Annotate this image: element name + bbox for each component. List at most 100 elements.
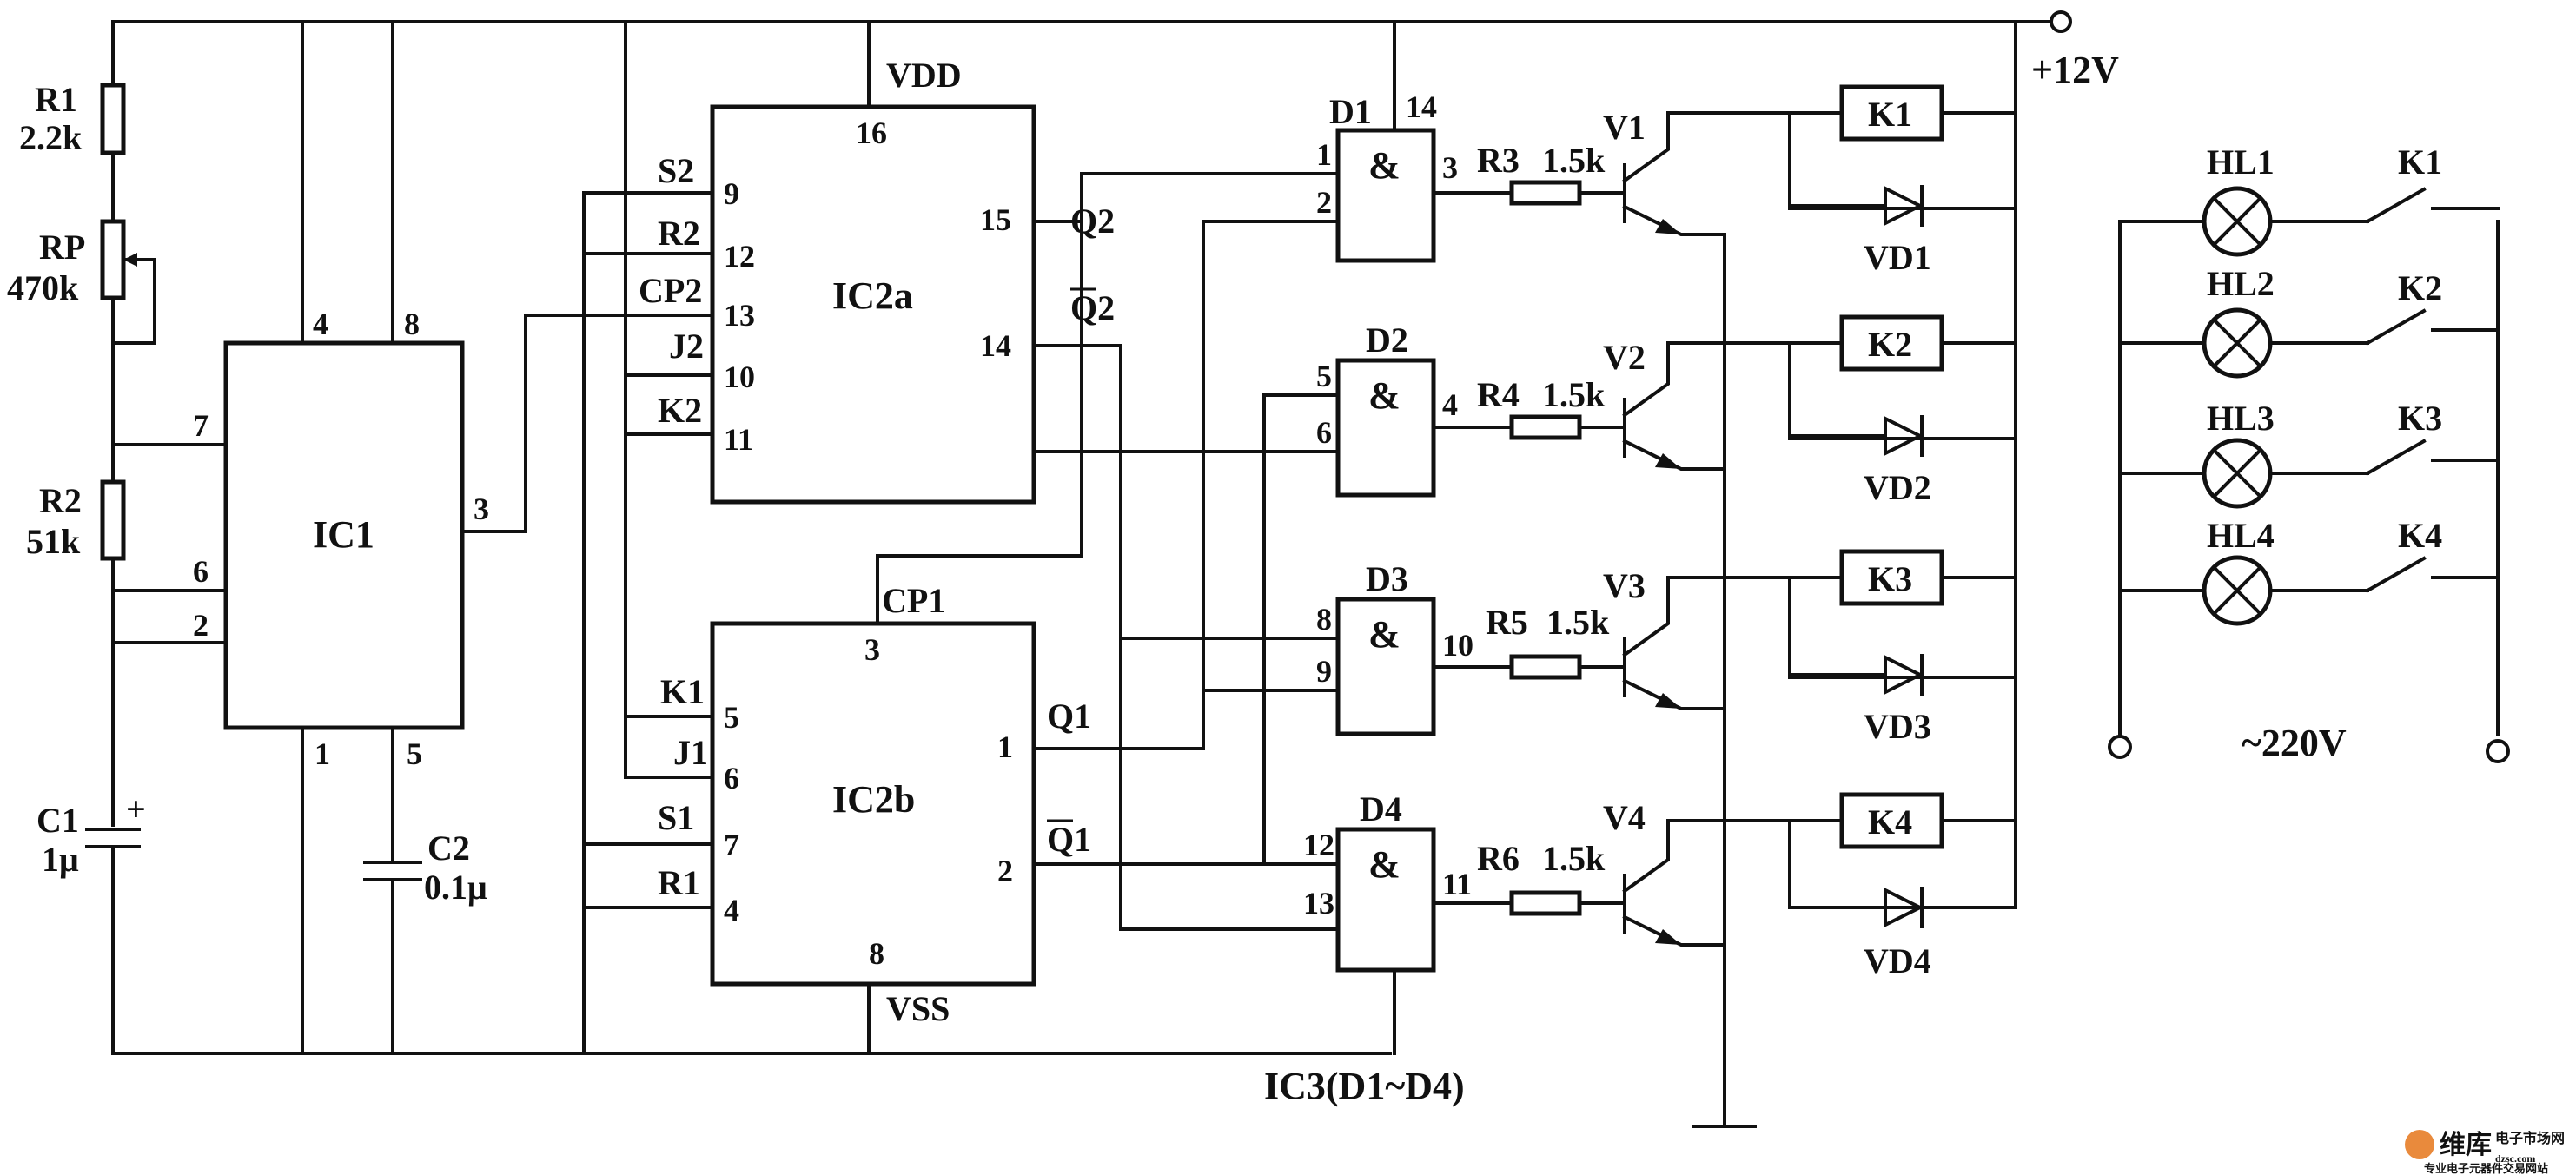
r1-name: R1 <box>35 80 77 119</box>
ic2b-k-label: K1 <box>660 672 705 711</box>
lamp-row-3: HL3 K3 <box>2118 399 2500 509</box>
ic1-pin-5: 5 <box>407 736 422 771</box>
transistor-v3: V3 <box>1603 566 1726 710</box>
svg-text:V4: V4 <box>1603 798 1646 837</box>
svg-text:D3: D3 <box>1366 559 1408 598</box>
ic2b-cp-label: CP1 <box>882 581 945 620</box>
gate-d2: & D2 5 6 4 <box>1316 320 1458 498</box>
cp1-wire <box>876 172 1083 625</box>
ic2a-qbar-label: Q2 <box>1070 288 1115 327</box>
svg-text:12: 12 <box>1303 828 1334 862</box>
r4-value: 1.5k <box>1542 375 1606 414</box>
ic2a-pin-10: 10 <box>724 360 755 394</box>
resistor-r6 <box>1509 890 1582 916</box>
ic1-name: IC1 <box>313 513 374 556</box>
ic1-pin-6: 6 <box>193 554 209 589</box>
svg-text:&: & <box>1368 144 1401 187</box>
svg-text:D4: D4 <box>1360 789 1402 828</box>
mains-terminal-right <box>2486 739 2510 763</box>
ic2a-j-label: J2 <box>669 327 704 366</box>
rp-wiper <box>111 258 156 345</box>
svg-text:14: 14 <box>1406 89 1437 124</box>
ic2b-pin-1: 1 <box>997 729 1013 764</box>
relay-k1-label: K1 <box>1868 95 1912 134</box>
ic2b-qbar-label: Q1 <box>1047 820 1091 859</box>
gate-d1: & D1 1 2 3 14 <box>1316 89 1458 263</box>
r6-name: R6 <box>1477 839 1520 878</box>
ic2b-s-label: S1 <box>658 798 694 837</box>
ic2b-pin-7: 7 <box>724 828 739 862</box>
switch-k2-label: K2 <box>2398 268 2442 307</box>
svg-text:&: & <box>1368 374 1401 417</box>
watermark-line1: 电子市场网 <box>2495 1130 2565 1146</box>
svg-text:8: 8 <box>1316 602 1332 637</box>
lamp-hl3-label: HL3 <box>2207 399 2275 438</box>
diode-vd3-label: VD3 <box>1864 707 1931 746</box>
diode-vd2 <box>1884 415 1924 457</box>
resistor-r3 <box>1509 180 1582 206</box>
svg-text:11: 11 <box>1442 867 1472 901</box>
svg-text:V1: V1 <box>1603 108 1646 147</box>
clock-wire <box>460 314 714 533</box>
ic2a-k-label: K2 <box>658 391 702 430</box>
q1bar-wire <box>1032 393 1340 866</box>
ic1-pin-8: 8 <box>404 307 420 341</box>
c2-value: 0.1μ <box>424 868 487 907</box>
ic2b-pin-8: 8 <box>869 936 884 971</box>
svg-text:5: 5 <box>1316 359 1332 393</box>
switch-k3-label: K3 <box>2398 399 2442 438</box>
r3-name: R3 <box>1477 141 1520 180</box>
svg-text:V2: V2 <box>1603 338 1646 377</box>
c2-name: C2 <box>427 828 470 868</box>
svg-text:10: 10 <box>1442 628 1473 663</box>
ic2a-cp-label: CP2 <box>639 271 702 310</box>
ic2b-pin-2: 2 <box>997 854 1013 888</box>
ic2a-box <box>710 104 1036 505</box>
supply-label: +12V <box>2031 49 2119 91</box>
ic2b-name: IC2b <box>832 778 915 821</box>
resistor-r5 <box>1509 654 1582 680</box>
diode-vd3 <box>1884 654 1924 696</box>
q2-wire <box>1032 172 1340 223</box>
watermark-site: dzsc.com <box>2495 1152 2535 1165</box>
resistor-r1 <box>100 83 126 155</box>
ic1-pin-7: 7 <box>193 408 209 443</box>
mains-terminal-left <box>2108 735 2132 759</box>
c1-name: C1 <box>36 801 79 840</box>
ic2b-j-label: J1 <box>673 733 708 772</box>
svg-text:9: 9 <box>1316 654 1332 689</box>
ic1-pin-2: 2 <box>193 608 209 643</box>
ic1-box <box>223 340 465 730</box>
lamp-row-1: HL1 K1 <box>2118 142 2500 257</box>
ic2b-pin-3: 3 <box>864 632 880 667</box>
c1-value: 1μ <box>42 840 79 879</box>
r3-value: 1.5k <box>1542 141 1606 180</box>
ic2a-vdd: VDD <box>886 56 962 95</box>
watermark-brand: 维库 <box>2440 1131 2492 1159</box>
diode-vd4-label: VD4 <box>1864 941 1931 980</box>
resistor-r2 <box>100 479 126 561</box>
ic2b-r-label: R1 <box>658 863 700 902</box>
ic2a-pin-9: 9 <box>724 176 739 211</box>
svg-text:6: 6 <box>1316 415 1332 450</box>
q1-wire <box>1032 220 1340 750</box>
ic2b-pin-5: 5 <box>724 700 739 735</box>
ic2b-pin-4: 4 <box>724 893 739 927</box>
transistor-v1: V1 <box>1603 108 1726 236</box>
ic2b-pin-6: 6 <box>724 761 739 795</box>
potentiometer-rp <box>100 219 126 300</box>
r5-name: R5 <box>1486 603 1528 642</box>
mains-label: ~220V <box>2242 722 2347 764</box>
svg-text:3: 3 <box>1442 150 1458 185</box>
supply-terminal <box>2050 10 2072 33</box>
svg-text:V3: V3 <box>1603 566 1646 605</box>
gate-d4: & D4 12 13 11 <box>1303 789 1472 973</box>
lamp-hl1-label: HL1 <box>2207 142 2275 182</box>
diode-vd1-label: VD1 <box>1864 238 1931 277</box>
lamp-hl4-label: HL4 <box>2207 516 2275 555</box>
watermark: 维库 电子市场网 dzsc.com 专业电子元器件交易网站 <box>2405 1130 2565 1175</box>
relay-k4-label: K4 <box>1868 802 1912 842</box>
resistor-r4 <box>1509 414 1582 440</box>
